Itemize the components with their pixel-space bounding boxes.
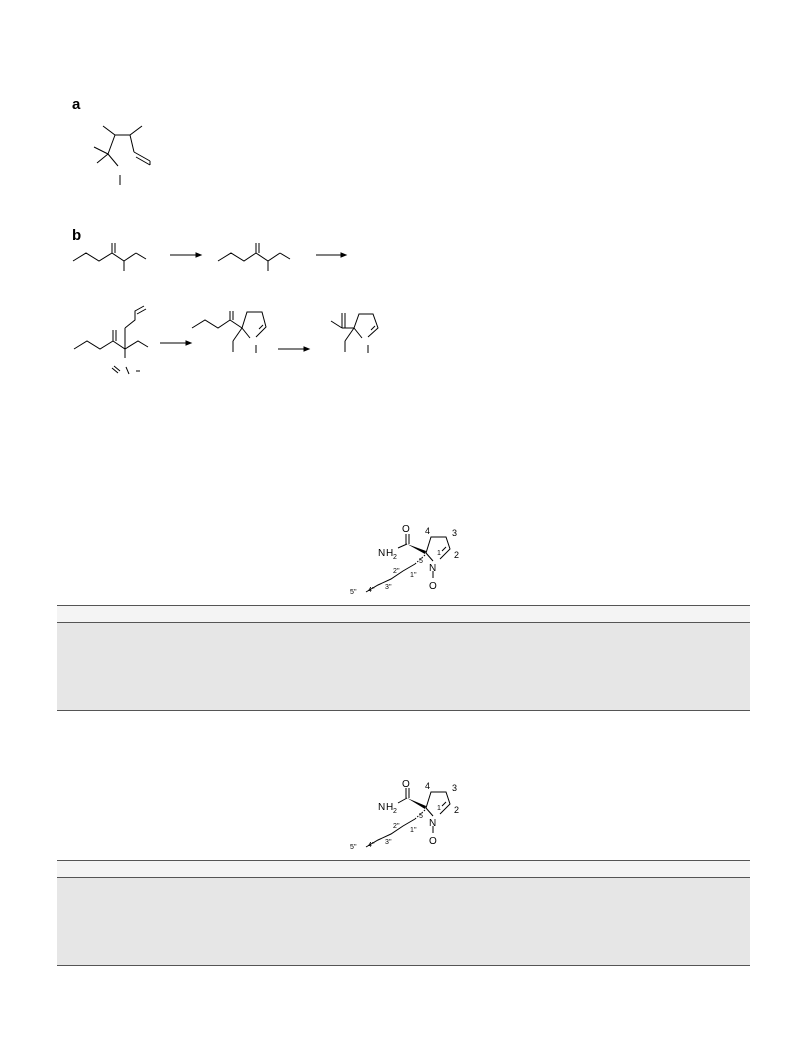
s1-amide-n: N	[378, 548, 385, 559]
s1-locant-2: 2	[454, 550, 459, 560]
s1-locant-2pp: 2''	[393, 568, 400, 575]
s2-locant-1pp: 1''	[410, 827, 417, 834]
table-1-body	[57, 623, 750, 711]
s1-oxygen: O	[402, 524, 410, 535]
structure-1-labels: O N H 2 N O 4 3 2 1 5 1'' 2'' 3'' 4'' 5'…	[350, 524, 459, 596]
s1-locant-1: 1	[437, 550, 441, 557]
s1-ring-n: N	[429, 563, 436, 574]
panel-label-a: a	[72, 96, 81, 113]
s2-locant-3: 3	[452, 783, 457, 793]
panel-a-structure	[93, 125, 151, 185]
s2-locant-4pp: 4''	[368, 842, 375, 849]
s1-locant-4pp: 4''	[368, 587, 375, 594]
s2-amide-h: H	[386, 802, 393, 813]
s1-n-oxide: O	[429, 581, 437, 592]
panel-b-row1	[72, 243, 348, 271]
s2-locant-4: 4	[425, 781, 430, 791]
s2-locant-5pp: 5''	[350, 844, 357, 851]
panel-b-row2	[73, 305, 379, 375]
data-table-1	[57, 605, 750, 711]
s2-n-oxide: O	[429, 836, 437, 847]
s2-locant-5: 5	[419, 813, 423, 820]
table-1-header	[57, 605, 750, 623]
structure-2	[365, 788, 451, 848]
s1-locant-1pp: 1''	[410, 572, 417, 579]
s2-amide-n: N	[378, 802, 385, 813]
s2-amide-sub: 2	[393, 808, 397, 815]
s1-amide-h: H	[386, 548, 393, 559]
panel-label-b: b	[72, 227, 82, 244]
s2-locant-3pp: 3''	[385, 839, 392, 846]
s1-locant-4: 4	[425, 526, 430, 536]
data-table-2	[57, 860, 750, 966]
structure-2-labels: O N H 2 N O 4 3 2 1 5 1'' 2'' 3'' 4'' 5'…	[350, 779, 459, 851]
s1-locant-3pp: 3''	[385, 584, 392, 591]
s1-locant-5pp: 5''	[350, 589, 357, 596]
s2-locant-1: 1	[437, 805, 441, 812]
s1-locant-5: 5	[419, 558, 423, 565]
s2-ring-n: N	[429, 818, 436, 829]
table-2-header	[57, 860, 750, 878]
s2-locant-2pp: 2''	[393, 823, 400, 830]
s2-locant-2: 2	[454, 805, 459, 815]
structure-1	[365, 534, 451, 593]
s2-oxygen: O	[402, 779, 410, 790]
s1-amide-sub: 2	[393, 554, 397, 561]
s1-locant-3: 3	[452, 528, 457, 538]
table-2-body	[57, 878, 750, 966]
